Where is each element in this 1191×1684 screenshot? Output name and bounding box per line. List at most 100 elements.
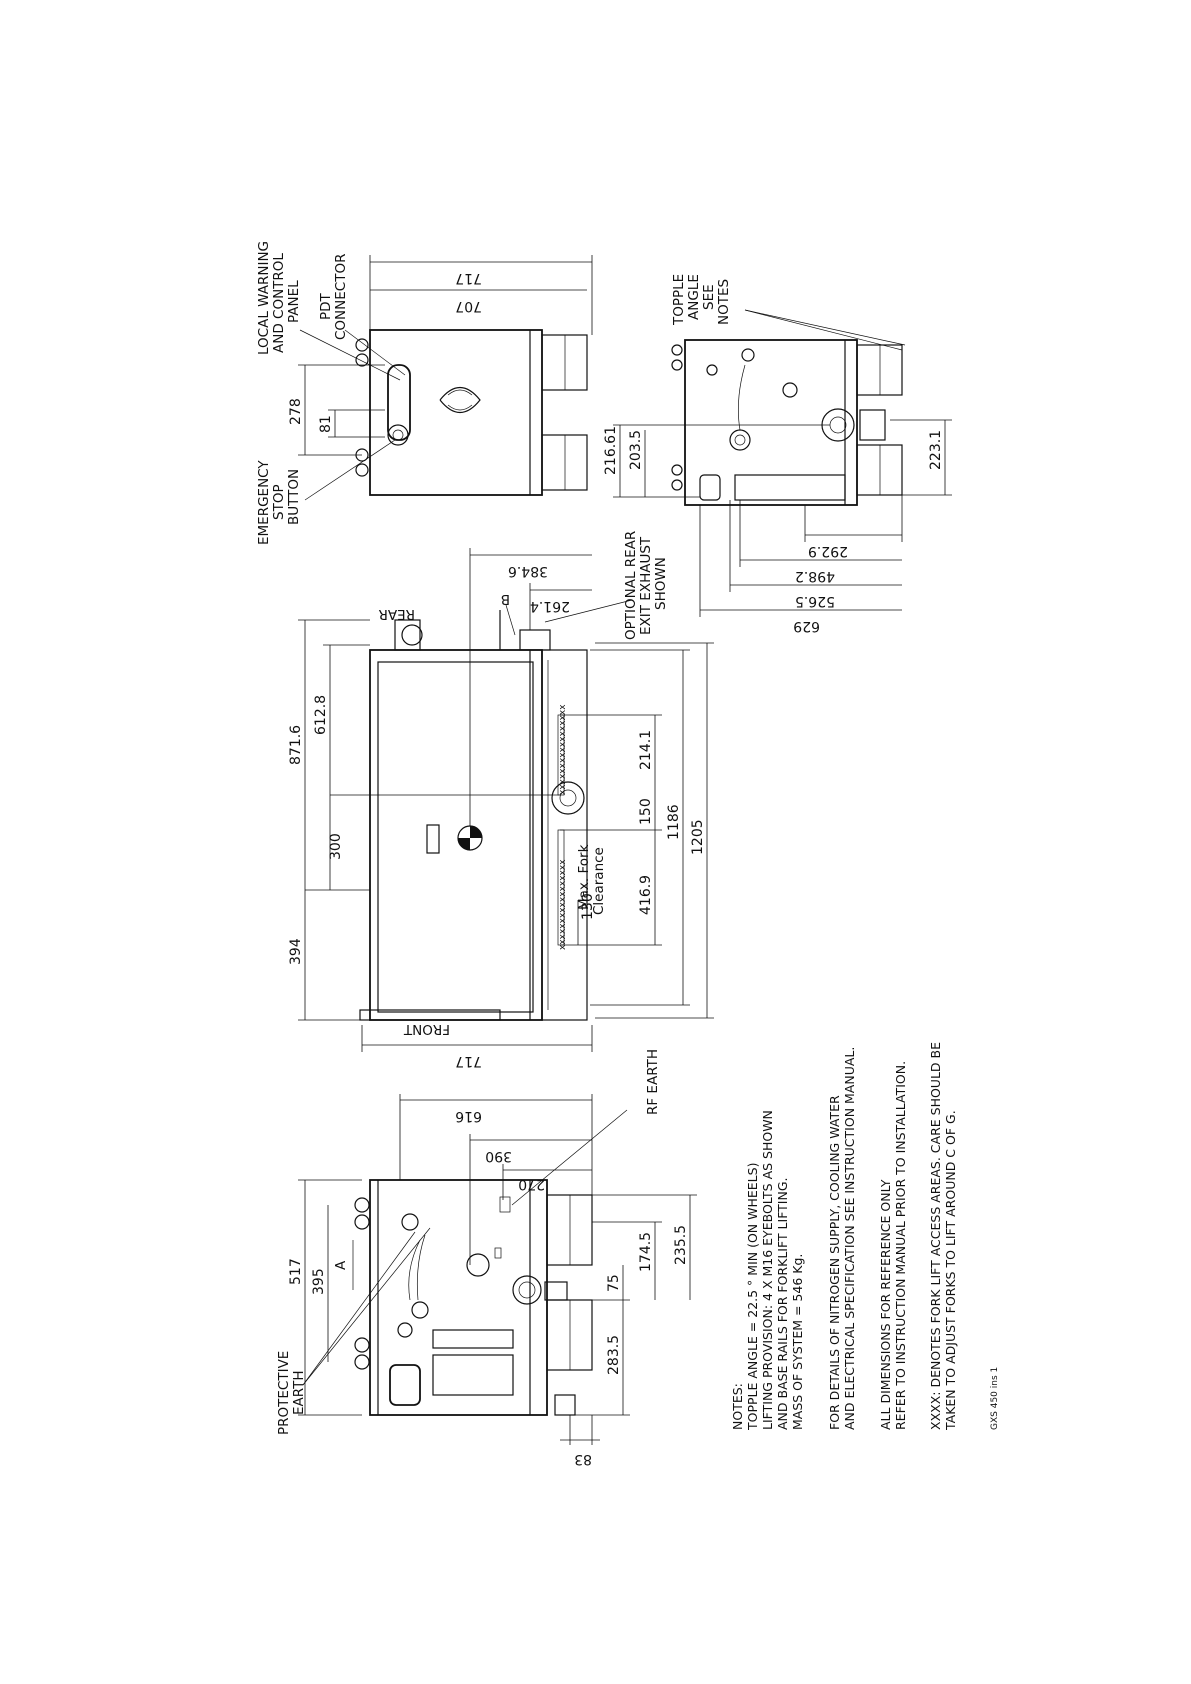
- dim-292-9: 292.9: [808, 543, 848, 559]
- front-rail-top: [541, 334, 588, 391]
- forklift-area-lower: xxxxxxxxxxxxxxxxx: [558, 859, 568, 950]
- front-label: FRONT: [403, 1021, 450, 1037]
- dim-235-5: 235.5: [673, 1225, 689, 1265]
- plan-rail: [541, 649, 588, 1021]
- eyebolt: [354, 1197, 370, 1213]
- max-fork-clearance-label: Max. Fork: [576, 844, 592, 910]
- dim-270: 270: [518, 1176, 545, 1192]
- plan-dimensions: 871.6 612.8 300 394 717 384.6 261.4 214.…: [288, 548, 714, 1069]
- dim-717-front: 717: [455, 270, 482, 286]
- svg-text:CONNECTOR: CONNECTOR: [333, 254, 349, 340]
- rear-label: REAR: [378, 606, 415, 622]
- note-nitrogen: FOR DETAILS OF NITROGEN SUPPLY, COOLING …: [827, 1095, 842, 1430]
- local-warning-control-panel: [387, 364, 411, 441]
- side-dimensions: 517 395 616 390 270 235.5 174.5 75 283: [288, 1094, 697, 1467]
- note-forklift: XXXX: DENOTES FORK LIFT ACCESS AREAS. CA…: [928, 1042, 943, 1430]
- svg-text:SEE: SEE: [701, 284, 717, 310]
- view-b-marker: B: [501, 591, 510, 607]
- dim-81: 81: [318, 415, 334, 433]
- dim-1205: 1205: [690, 819, 706, 855]
- svg-text:EARTH: EARTH: [291, 1370, 307, 1415]
- dim-394: 394: [288, 938, 304, 965]
- side-rail-top: [546, 1194, 593, 1266]
- dim-150: 150: [638, 798, 654, 825]
- emergency-stop-button: [387, 424, 409, 446]
- drawing-reference: GXS 450 ins 1: [990, 1367, 1000, 1430]
- svg-text:BUTTON: BUTTON: [286, 469, 302, 525]
- dim-498-2: 498.2: [795, 568, 835, 584]
- plan-body: [369, 649, 543, 1021]
- dim-717-plan: 717: [455, 1053, 482, 1069]
- local-warning-panel-label: LOCAL WARNING: [256, 241, 272, 355]
- topple-angle-label: TOPPLE: [671, 274, 687, 326]
- pdt-connector-label: PDT: [318, 292, 334, 320]
- note-base-rails: AND BASE RAILS FOR FORKLIFT LIFTING.: [775, 1177, 790, 1430]
- notes-block: NOTES: TOPPLE ANGLE = 22.5 ° MIN (ON WHE…: [730, 1042, 1000, 1431]
- dim-75: 75: [606, 1274, 622, 1292]
- note-electrical: AND ELECTRICAL SPECIFICATION SEE INSTRUC…: [842, 1047, 857, 1430]
- dim-416-9: 416.9: [638, 875, 654, 915]
- dim-871-6: 871.6: [288, 725, 304, 765]
- note-mass: MASS OF SYSTEM = 546 Kg.: [790, 1254, 805, 1430]
- note-manual: REFER TO INSTRUCTION MANUAL PRIOR TO INS…: [893, 1061, 908, 1430]
- svg-text:Clearance: Clearance: [591, 847, 607, 915]
- rear-body: [684, 339, 858, 506]
- rear-rail-top: [856, 344, 903, 396]
- dim-83: 83: [574, 1451, 592, 1467]
- side-body: [369, 1179, 548, 1416]
- side-panel: [389, 1364, 421, 1406]
- optional-rear-exit-label: OPTIONAL REAR: [623, 531, 639, 640]
- note-topple: TOPPLE ANGLE = 22.5 ° MIN (ON WHEELS): [745, 1163, 760, 1431]
- notes-heading: NOTES:: [730, 1383, 745, 1430]
- note-forks-cog: TAKEN TO ADJUST FORKS TO LIFT AROUND C O…: [943, 1110, 958, 1431]
- note-lifting: LIFTING PROVISION: 4 X M16 EYEBOLTS AS S…: [760, 1110, 775, 1430]
- dim-390: 390: [485, 1148, 512, 1164]
- rear-rail-bottom: [856, 444, 903, 496]
- dim-130: 130: [580, 893, 596, 920]
- front-rail-bottom: [541, 434, 588, 491]
- dim-612-8: 612.8: [313, 695, 329, 735]
- side-rail-bottom: [546, 1299, 593, 1371]
- dim-629: 629: [793, 618, 820, 634]
- plan-port: [551, 781, 585, 815]
- side-view: A RF EARTH PROTECTIVE EARTH 517 395 616 …: [276, 1049, 697, 1467]
- side-port: [466, 1253, 490, 1277]
- front-body: [369, 329, 543, 496]
- forklift-area-upper: xxxxxxxxxxxxxxxxx: [558, 704, 568, 795]
- svg-text:PANEL: PANEL: [286, 280, 302, 323]
- dim-216-61: 216.61: [603, 426, 619, 475]
- front-dimensions: 278 81 717 707: [288, 255, 593, 456]
- eyebolt: [354, 1214, 370, 1230]
- dim-395: 395: [311, 1268, 327, 1295]
- dim-174-5: 174.5: [638, 1232, 654, 1272]
- dim-261-4: 261.4: [530, 598, 570, 614]
- dim-223-1: 223.1: [928, 430, 944, 470]
- protective-earth-label: PROTECTIVE: [276, 1351, 292, 1435]
- dim-283-5: 283.5: [606, 1335, 622, 1375]
- emergency-stop-label: EMERGENCY: [256, 460, 272, 545]
- svg-text:EXIT EXHAUST: EXIT EXHAUST: [638, 536, 654, 635]
- plan-view: xxxxxxxxxxxxxxxxx xxxxxxxxxxxxxxxxx REAR…: [288, 531, 714, 1069]
- dim-300: 300: [328, 833, 344, 860]
- dim-526-5: 526.5: [795, 593, 835, 609]
- rear-dimensions: 216.61 203.5 223.1 292.9 498.2 526.5 629: [603, 419, 952, 634]
- svg-text:SHOWN: SHOWN: [653, 557, 669, 610]
- svg-text:AND CONTROL: AND CONTROL: [271, 253, 287, 353]
- front-view: 278 81 717 707 EMERGENCY STOP BUTTON LOC…: [256, 241, 593, 545]
- dim-616: 616: [455, 1108, 482, 1124]
- dim-214-1: 214.1: [638, 730, 654, 770]
- svg-text:ANGLE: ANGLE: [686, 274, 702, 320]
- dim-517: 517: [288, 1258, 304, 1285]
- eyebolt: [354, 1354, 370, 1370]
- rear-view: TOPPLE ANGLE SEE NOTES 216.61 203.5 223.…: [603, 274, 952, 634]
- rf-earth-label: RF EARTH: [645, 1049, 661, 1115]
- dim-384-6: 384.6: [508, 563, 548, 579]
- eyebolt: [354, 1337, 370, 1353]
- brand-logo: [439, 386, 481, 414]
- svg-text:NOTES: NOTES: [716, 279, 732, 325]
- dim-203-5: 203.5: [628, 430, 644, 470]
- exhaust-port: [512, 1275, 542, 1305]
- note-reference: ALL DIMENSIONS FOR REFERENCE ONLY: [878, 1179, 893, 1430]
- view-a-marker: A: [333, 1260, 349, 1270]
